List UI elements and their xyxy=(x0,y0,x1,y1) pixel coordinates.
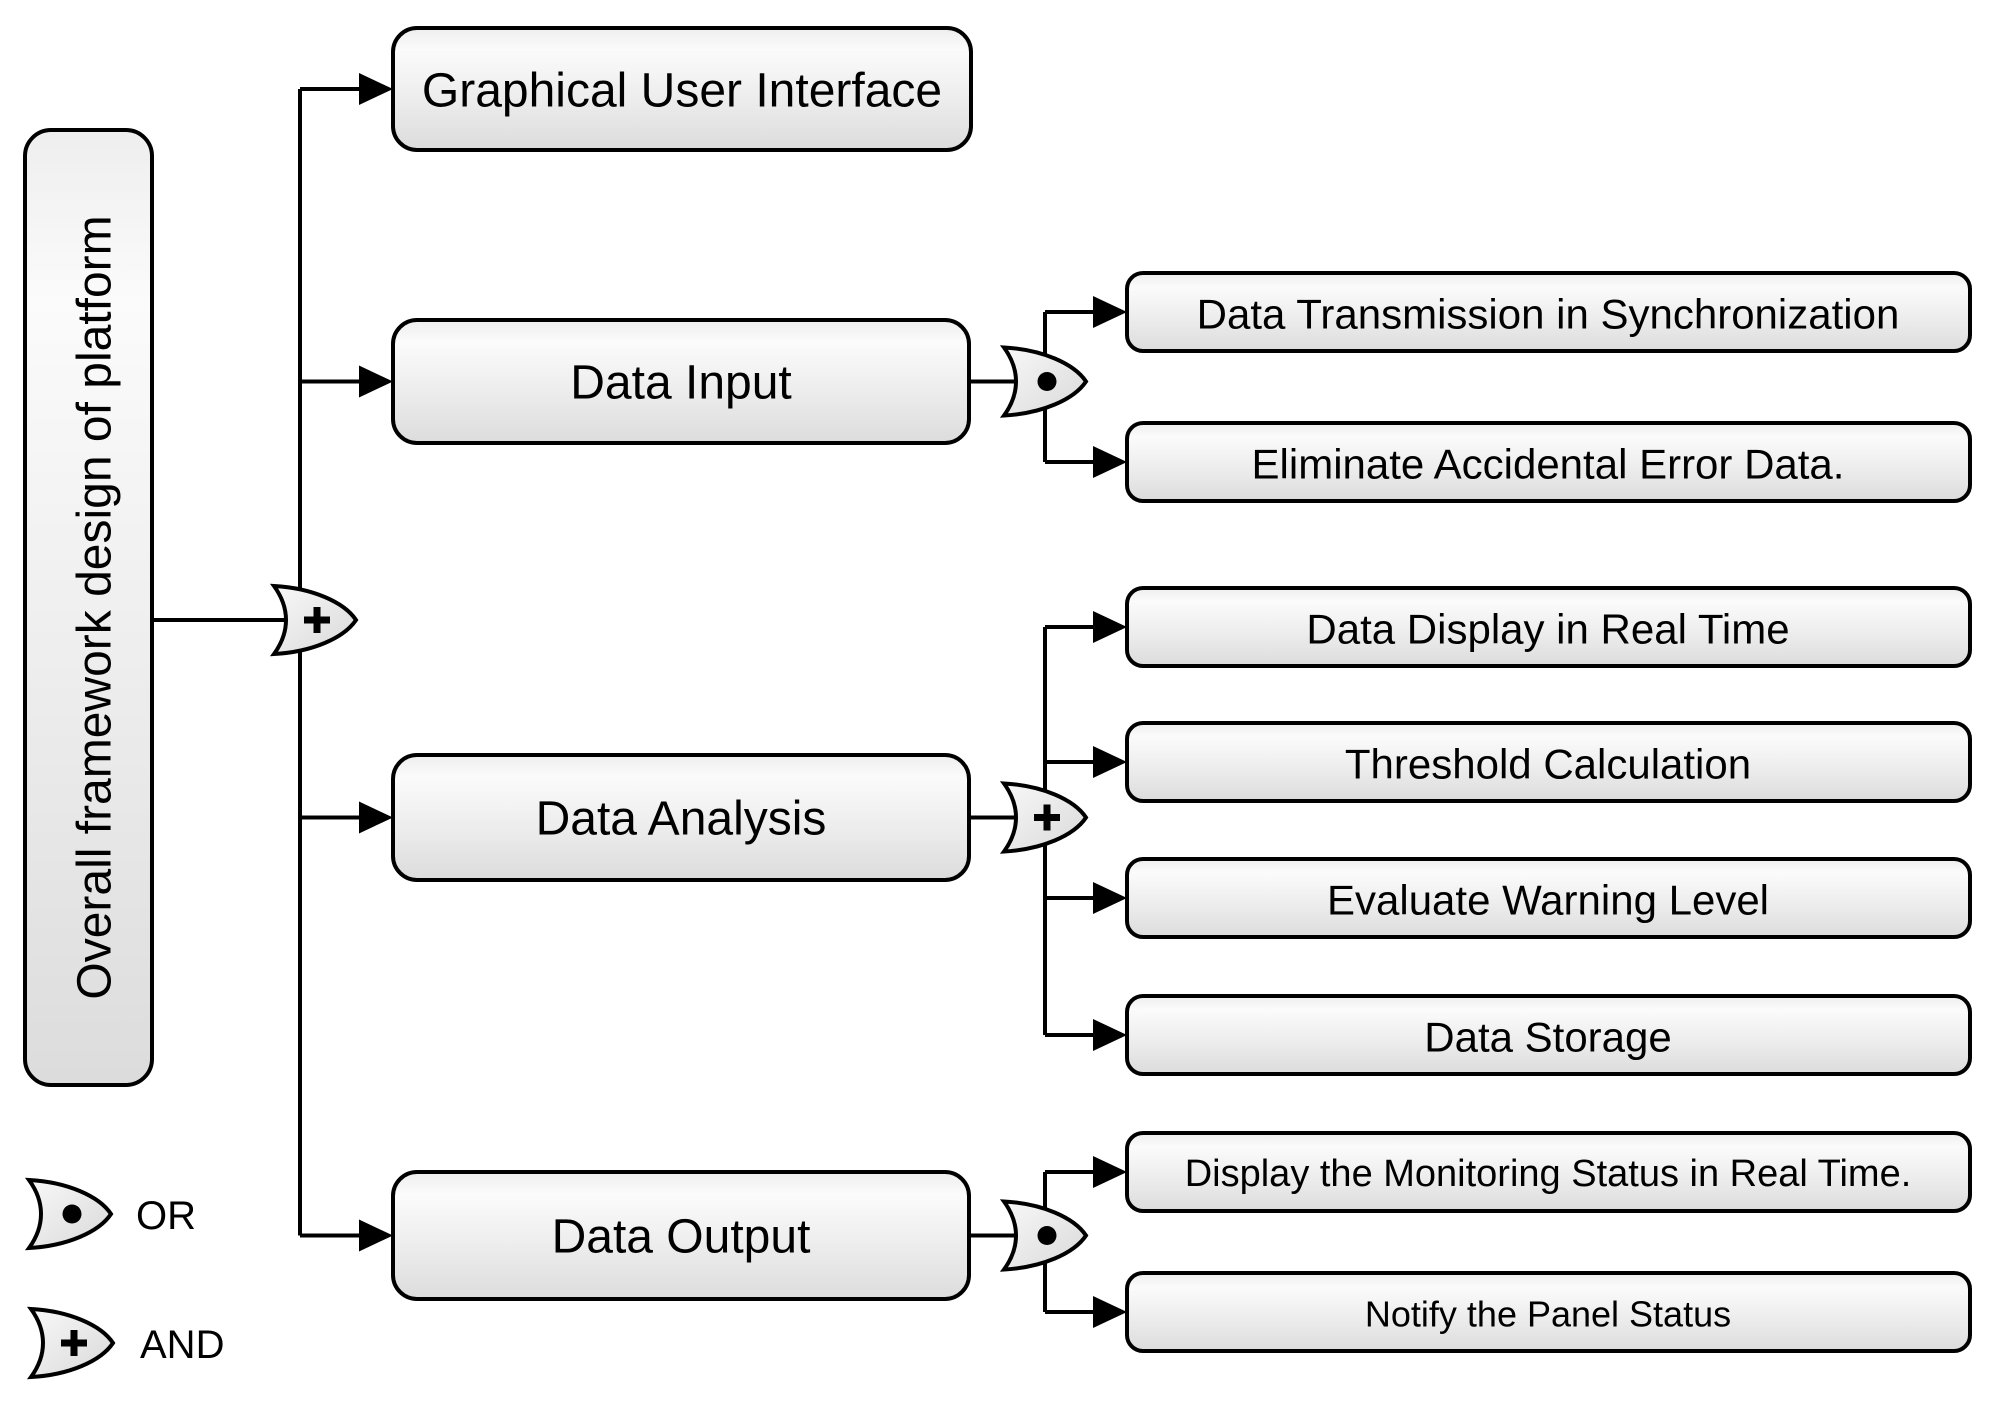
arrowhead-icon xyxy=(1093,1156,1127,1188)
node-label: Data Display in Real Time xyxy=(1306,606,1789,653)
node-box xyxy=(391,753,971,882)
arrowhead-icon xyxy=(1093,611,1127,643)
arrowhead-icon xyxy=(1093,446,1127,478)
node-label: Evaluate Warning Level xyxy=(1327,877,1769,924)
node-graphical-user-interface: Graphical User Interface xyxy=(391,26,973,152)
legend: OR AND xyxy=(24,1177,224,1380)
connectors xyxy=(152,73,1127,1328)
node-box xyxy=(1125,271,1972,353)
node-display-monitoring-status: Display the Monitoring Status in Real Ti… xyxy=(1125,1131,1972,1213)
node-data-output: Data Output xyxy=(391,1170,971,1301)
arrowhead-icon xyxy=(359,73,393,105)
node-label: Threshold Calculation xyxy=(1345,741,1751,788)
legend-or-label: OR xyxy=(136,1194,196,1238)
node-box xyxy=(1125,1271,1972,1353)
node-data-input: Data Input xyxy=(391,318,971,445)
arrowhead-icon xyxy=(1093,746,1127,778)
arrowhead-icon xyxy=(1093,1019,1127,1051)
node-label: Data Transmission in Synchronization xyxy=(1197,291,1900,338)
node-data-storage: Data Storage xyxy=(1125,994,1972,1076)
node-data-display: Data Display in Real Time xyxy=(1125,586,1972,668)
arrowhead-icon xyxy=(1093,1296,1127,1328)
node-label: Notify the Panel Status xyxy=(1365,1294,1731,1335)
legend-item-and: AND xyxy=(26,1306,224,1380)
nodes: Overall framework design of platform Gra… xyxy=(23,26,1972,1353)
node-box xyxy=(1125,586,1972,668)
node-label: Graphical User Interface xyxy=(422,65,942,118)
legend-item-or: OR xyxy=(24,1177,196,1251)
node-label: Eliminate Accidental Error Data. xyxy=(1252,441,1845,488)
and-gate-icon xyxy=(999,781,1089,854)
node-threshold-calculation: Threshold Calculation xyxy=(1125,721,1972,803)
and-gate-icon xyxy=(269,583,359,657)
node-label: Data Analysis xyxy=(536,793,827,846)
node-box xyxy=(1125,1131,1972,1213)
node-box xyxy=(391,26,973,152)
node-label: Data Output xyxy=(552,1211,811,1264)
node-root-label: Overall framework design of platform xyxy=(69,215,122,999)
node-notify-panel-status: Notify the Panel Status xyxy=(1125,1271,1972,1353)
node-box xyxy=(1125,721,1972,803)
node-label: Data Input xyxy=(570,357,791,410)
or-gate-icon xyxy=(24,1177,114,1251)
node-data-transmission: Data Transmission in Synchronization xyxy=(1125,271,1972,353)
node-box xyxy=(1125,994,1972,1076)
legend-and-label: AND xyxy=(140,1323,224,1367)
arrowhead-icon xyxy=(1093,296,1127,328)
node-data-analysis: Data Analysis xyxy=(391,753,971,882)
node-root: Overall framework design of platform xyxy=(23,128,154,1087)
gates xyxy=(269,345,1089,1272)
node-eliminate-error-data: Eliminate Accidental Error Data. xyxy=(1125,421,1972,503)
arrowhead-icon xyxy=(1093,882,1127,914)
node-evaluate-warning-level: Evaluate Warning Level xyxy=(1125,857,1972,939)
or-gate-icon xyxy=(999,1199,1089,1272)
or-gate-icon xyxy=(999,345,1089,418)
and-gate-icon xyxy=(26,1306,116,1380)
arrowhead-icon xyxy=(359,365,393,398)
node-box xyxy=(391,318,971,445)
arrowhead-icon xyxy=(359,1219,393,1252)
node-label: Data Storage xyxy=(1424,1014,1672,1061)
node-box xyxy=(391,1170,971,1301)
node-box xyxy=(1125,857,1972,939)
node-label: Display the Monitoring Status in Real Ti… xyxy=(1185,1153,1912,1195)
node-root-box xyxy=(23,128,154,1087)
node-box xyxy=(1125,421,1972,503)
arrowhead-icon xyxy=(359,801,393,834)
